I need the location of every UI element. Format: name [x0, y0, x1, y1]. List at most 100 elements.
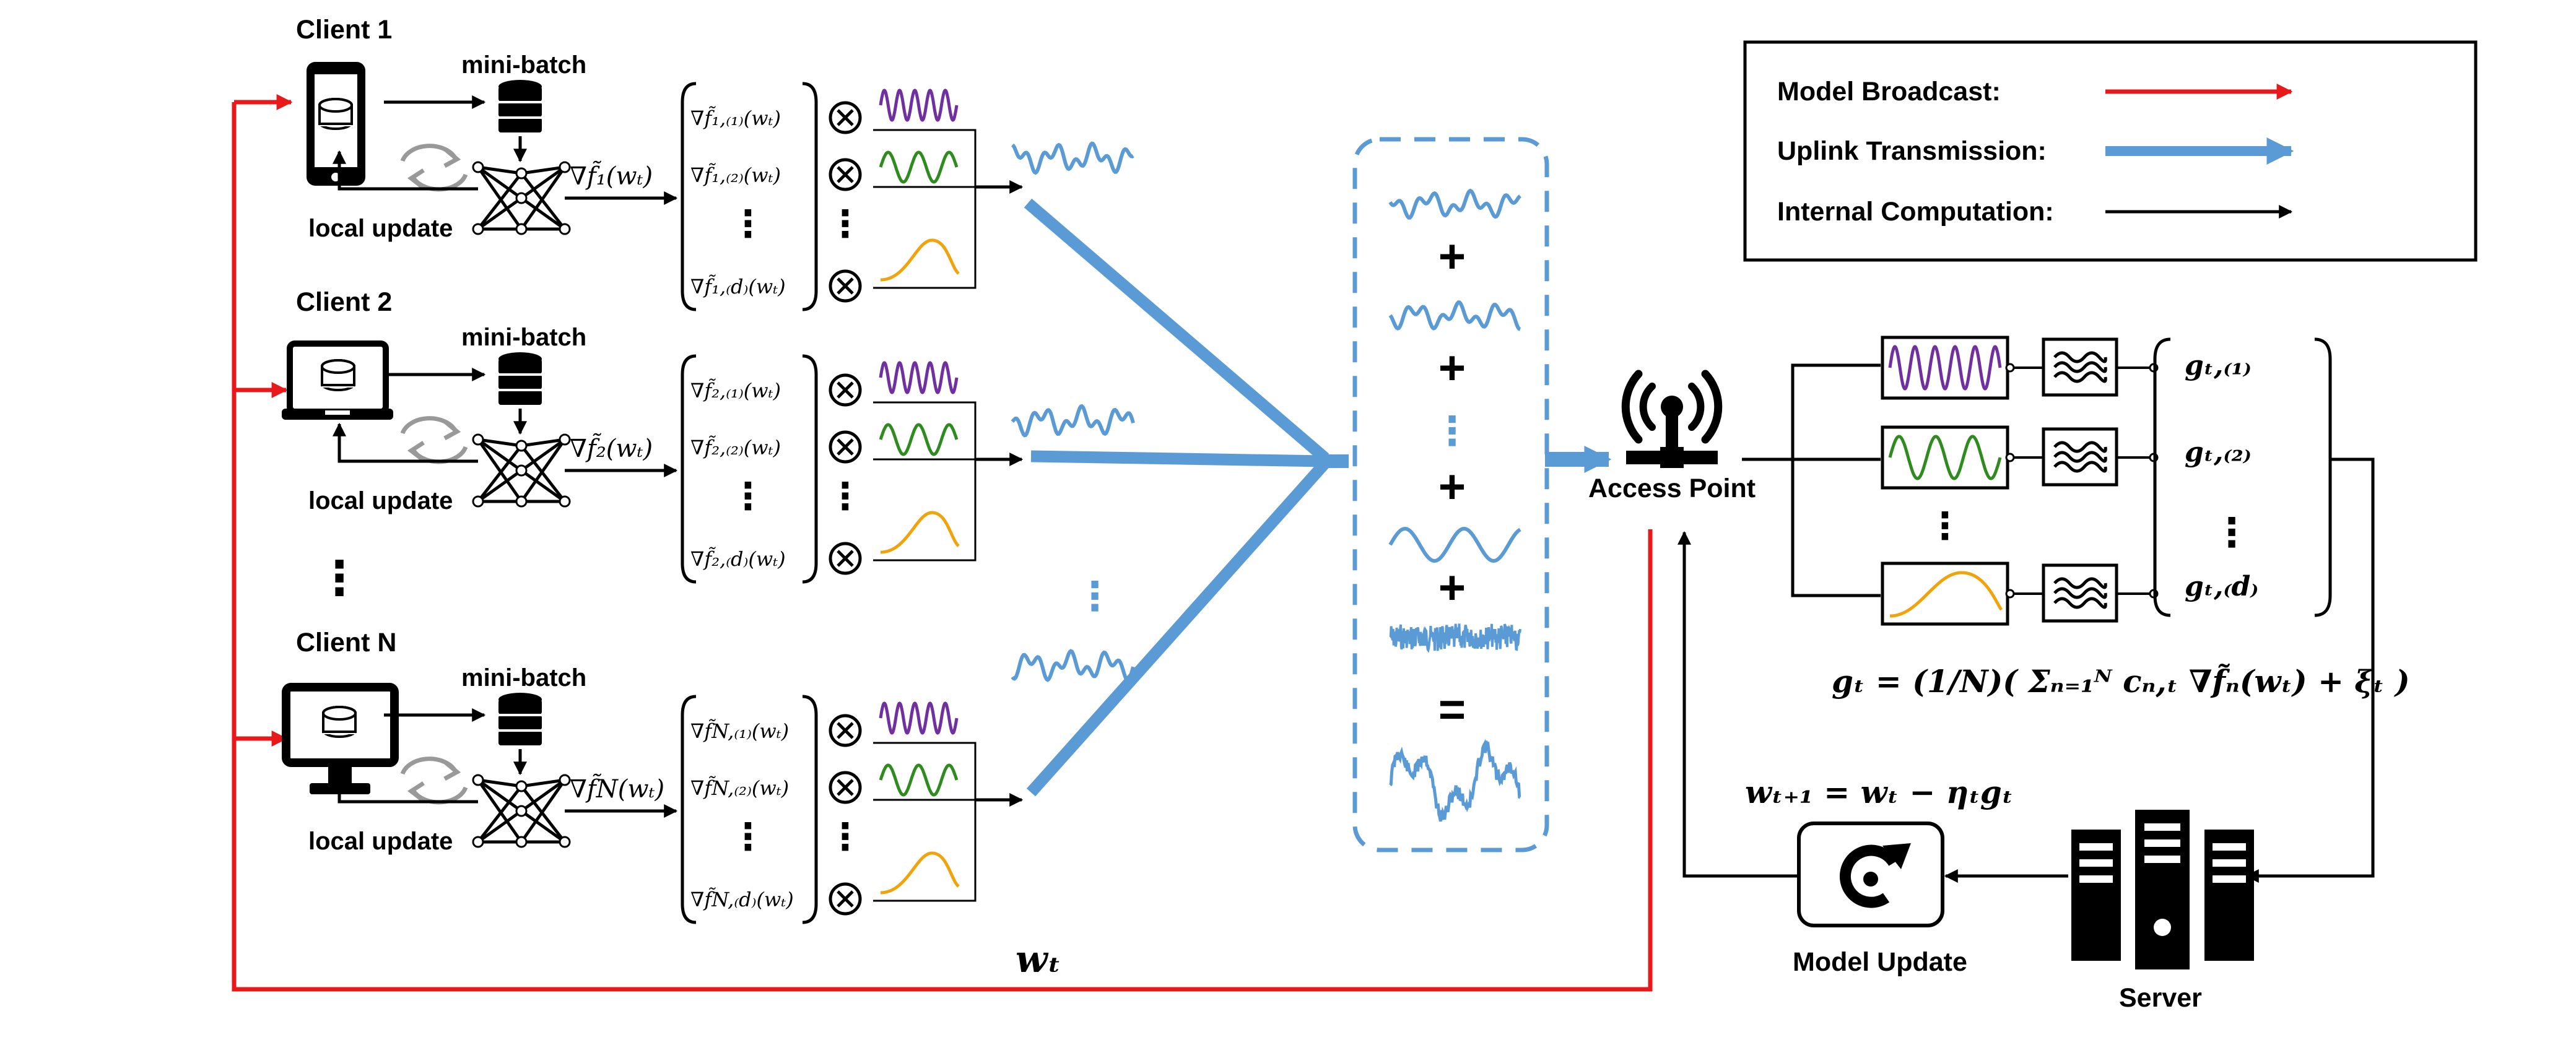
superposition-signals — [1388, 188, 1521, 822]
multiplier-ellipsis: ⋮ — [827, 475, 864, 517]
local-update-label: local update — [308, 487, 453, 514]
superposed-signal-2 — [1388, 300, 1521, 331]
minibatch-label: mini-batch — [461, 324, 586, 351]
carrier-wave-1 — [879, 701, 959, 735]
server-label: Server — [2119, 983, 2202, 1013]
minibatch-label: mini-batch — [461, 51, 586, 79]
noise-signal — [1389, 623, 1521, 653]
superposition-box — [1352, 137, 1549, 852]
sync-icon — [400, 144, 468, 192]
model-update-icon — [1797, 822, 1944, 927]
multiplier-ellipsis: ⋮ — [827, 203, 864, 245]
client-name: Client N — [296, 628, 396, 657]
demodulator-branch-3 — [1881, 562, 2159, 626]
vector-bracket-left — [681, 695, 697, 924]
transmitted-signal-1 — [1011, 141, 1134, 175]
filter-bank: ⋮ — [1881, 336, 2159, 626]
transmitted-signal-2 — [1011, 404, 1135, 438]
gradient-component: ∇f̃₂,₍d₎(wₜ) — [690, 547, 786, 571]
uplink-ellipsis: ⋮ — [1075, 574, 1115, 618]
multiplier-icon — [829, 101, 862, 134]
plus-sign-3: + — [1438, 461, 1466, 513]
component-ellipsis: ⋮ — [729, 475, 767, 517]
local-update-arrow — [333, 763, 478, 804]
internal-computation-paths — [1742, 363, 1881, 597]
multiplier-ellipsis: ⋮ — [827, 816, 864, 857]
database-icon — [498, 693, 542, 745]
carrier-box — [873, 742, 977, 902]
over-the-air-superposition: + + ⋮ + + = — [1352, 137, 1549, 852]
sync-icon — [400, 757, 468, 805]
multiplier-icon — [829, 269, 862, 303]
database-icon — [498, 80, 542, 132]
demod-carrier-wave — [1888, 435, 2002, 480]
laptop-icon — [282, 340, 393, 420]
output-to-server-arrow — [2245, 457, 2375, 883]
neural-network-icon — [472, 433, 571, 508]
client-name: Client 1 — [296, 15, 392, 45]
local-gradient: ∇f̃N(wₜ) — [570, 773, 664, 804]
vector-bracket-left — [681, 354, 697, 584]
uplink-transmission — [1024, 198, 1612, 797]
component-ellipsis: ⋮ — [729, 816, 767, 857]
carrier-wave-d — [880, 238, 960, 282]
phone-icon — [307, 62, 365, 186]
carrier-box — [873, 401, 977, 562]
gradient-component: ∇f̃N,₍₂₎(wₜ) — [690, 776, 789, 800]
superposition-ellipsis: ⋮ — [1432, 409, 1472, 453]
carrier-wave-2 — [879, 423, 959, 456]
superposed-signal-n — [1388, 526, 1521, 563]
uplink-line-client-2 — [1030, 450, 1326, 467]
legend-label-broadcast: Model Broadcast: — [1777, 77, 2001, 106]
carrier-wave-2 — [879, 150, 959, 184]
output-ellipsis: ⋮ — [2212, 510, 2252, 555]
local-update-arrow — [333, 422, 478, 463]
update-equation: wₜ₊₁ = wₜ − ηₜgₜ — [1745, 774, 2013, 810]
local-gradient: ∇f̃₂(wₜ) — [570, 433, 653, 463]
database-icon — [498, 352, 542, 405]
received-signal — [1389, 739, 1521, 822]
gradient-component: ∇f̃₁,₍d₎(wₜ) — [690, 275, 786, 298]
superposed-signal-1 — [1388, 188, 1521, 220]
component-ellipsis: ⋮ — [729, 203, 767, 245]
neural-network-icon — [472, 774, 571, 848]
broadcast-line — [232, 102, 1653, 992]
demodulator-branch-2 — [1881, 425, 2159, 490]
legend-label-internal: Internal Computation: — [1777, 197, 2054, 227]
local-update-label: local update — [308, 215, 453, 242]
output-component-d: gₜ,₍d₎ — [2185, 571, 2258, 602]
vector-bracket-right — [802, 354, 818, 584]
gradient-component: ∇f̃₁,₍₁₎(wₜ) — [690, 106, 781, 130]
multiplier-icon — [829, 771, 862, 804]
plus-sign-4: + — [1438, 562, 1466, 614]
database-icon — [322, 706, 357, 738]
vector-bracket-left — [681, 82, 697, 311]
client-name: Client 2 — [296, 287, 392, 317]
transmitted-signal-3 — [1011, 649, 1135, 682]
plus-sign-2: + — [1438, 342, 1466, 394]
gradient-component: ∇f̃N,₍d₎(wₜ) — [690, 888, 794, 911]
demod-carrier-wave — [1888, 345, 2002, 391]
multiplier-icon — [829, 158, 862, 191]
filterbank-ellipsis: ⋮ — [1926, 505, 1964, 547]
uplink-line-client-1 — [1024, 198, 1329, 463]
output-vector: gₜ,₍₁₎ gₜ,₍₂₎ ⋮ gₜ,₍d₎ — [2153, 337, 2332, 617]
access-point-label: Access Point — [1588, 474, 1756, 503]
carrier-wave-2 — [879, 763, 959, 797]
gradient-component: ∇f̃₂,₍₁₎(wₜ) — [690, 379, 781, 402]
database-icon — [321, 359, 355, 391]
legend: Model Broadcast: Uplink Transmission: In… — [1743, 40, 2478, 262]
gradient-component: ∇f̃₂,₍₂₎(wₜ) — [690, 436, 781, 459]
server-icon — [2071, 810, 2254, 969]
client-2-row: Client 2 mini-batch local update ∇f̃₂(wₜ) ∇f… — [282, 287, 1024, 584]
carrier-box — [873, 129, 977, 289]
multiplier-icon — [829, 714, 862, 747]
vector-bracket-right — [802, 82, 818, 311]
output-component-2: gₜ,₍₂₎ — [2185, 436, 2252, 468]
carrier-wave-1 — [879, 89, 959, 122]
multiplier-icon — [829, 542, 862, 575]
carrier-wave-d — [880, 851, 960, 895]
